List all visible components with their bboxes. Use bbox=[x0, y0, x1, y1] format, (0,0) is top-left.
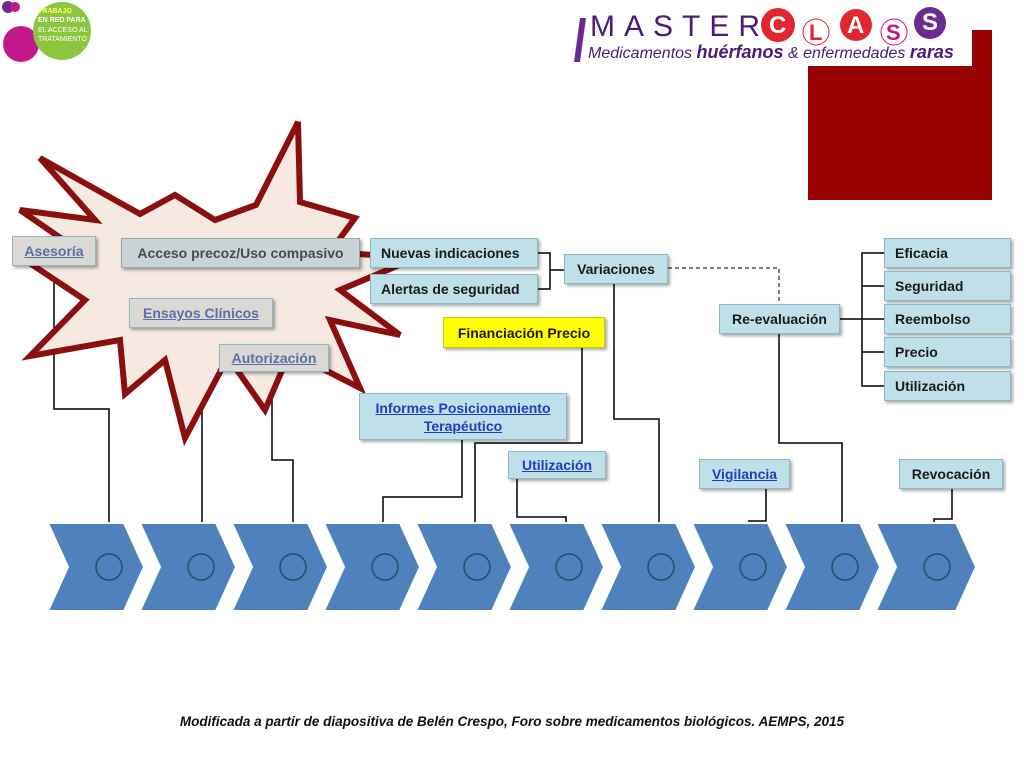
masterclass-class-letters: C L A S S bbox=[760, 6, 960, 46]
red-accent-block bbox=[808, 66, 992, 200]
box-reembolso: Reembolso bbox=[884, 304, 1011, 334]
left-logo: TRABAJO EN RED PARA EL ACCESO AL TRATAMI… bbox=[0, 0, 100, 64]
process-timeline bbox=[46, 522, 978, 612]
masterclass-logo-slash bbox=[574, 18, 586, 62]
connector-reevaluacion bbox=[778, 334, 847, 555]
box-informes-posicionamiento[interactable]: Informes Posicionamiento Terapéutico bbox=[359, 393, 567, 440]
box-financiacion-precio: Financiación Precio bbox=[443, 317, 605, 348]
left-logo-line3: EL ACCESO AL bbox=[38, 27, 88, 34]
box-utilizacion-mid[interactable]: Utilización bbox=[508, 451, 606, 479]
box-seguridad: Seguridad bbox=[884, 271, 1011, 301]
box-nuevas-indicaciones: Nuevas indicaciones bbox=[370, 238, 538, 268]
class-letter-l: L bbox=[809, 20, 823, 45]
timeline-node-10 bbox=[923, 553, 951, 581]
left-logo-graphic bbox=[2, 1, 91, 62]
timeline-node-3 bbox=[279, 553, 307, 581]
box-vigilancia[interactable]: Vigilancia bbox=[699, 459, 790, 489]
dashed-acceso-ensayos bbox=[200, 268, 241, 300]
timeline-node-7 bbox=[647, 553, 675, 581]
box-reevaluacion: Re-evaluación bbox=[719, 304, 840, 334]
connector-financiacion bbox=[470, 348, 583, 555]
informes-line1: Informes Posicionamiento bbox=[375, 399, 551, 416]
dashed-variaciones-reeval bbox=[668, 267, 780, 304]
class-letter-a: A bbox=[847, 12, 865, 39]
subtitle-part-b: huérfanos bbox=[696, 42, 784, 62]
box-ensayos-clinicos[interactable]: Ensayos Clínicos bbox=[129, 298, 273, 328]
timeline-node-9 bbox=[831, 553, 859, 581]
masterclass-master-text: MASTER bbox=[590, 10, 770, 43]
subtitle-part-d: raras bbox=[909, 42, 954, 62]
timeline-node-4 bbox=[371, 553, 399, 581]
box-revocacion: Revocación bbox=[899, 459, 1003, 489]
connector-variaciones bbox=[613, 284, 664, 555]
red-accent-tab bbox=[972, 30, 992, 70]
box-eficacia: Eficacia bbox=[884, 238, 1011, 268]
box-alertas-seguridad: Alertas de seguridad bbox=[370, 274, 538, 304]
subtitle-part-c: & enfermedades bbox=[783, 45, 910, 62]
timeline-node-6 bbox=[555, 553, 583, 581]
timeline-node-8 bbox=[739, 553, 767, 581]
bracket-nuevas-alertas bbox=[538, 252, 551, 290]
timeline-node-2 bbox=[187, 553, 215, 581]
left-logo-line1: TRABAJO bbox=[38, 8, 72, 15]
class-letter-s2: S bbox=[922, 9, 939, 36]
box-utilizacion-right: Utilización bbox=[884, 371, 1011, 401]
informes-line2: Terapéutico bbox=[423, 417, 503, 434]
source-caption: Modificada a partir de diapositiva de Be… bbox=[179, 714, 845, 729]
box-asesoria[interactable]: Asesoría bbox=[12, 236, 96, 266]
class-letter-c: C bbox=[769, 12, 787, 39]
box-acceso-precoz: Acceso precoz/Uso compasivo bbox=[121, 238, 360, 268]
class-letter-bubbles bbox=[761, 7, 946, 46]
class-letter-s1: S bbox=[886, 20, 901, 45]
left-logo-line4: TRATAMIENTO bbox=[38, 36, 87, 43]
box-autorizacion[interactable]: Autorización bbox=[219, 344, 329, 372]
box-precio: Precio bbox=[884, 337, 1011, 367]
masterclass-subtitle: Medicamentos huérfanos & enfermedades ra… bbox=[588, 42, 954, 63]
timeline-node-1 bbox=[95, 553, 123, 581]
left-logo-line2: EN RED PARA bbox=[38, 17, 86, 24]
connector-asesoria bbox=[53, 266, 114, 555]
box-variaciones: Variaciones bbox=[564, 254, 668, 284]
timeline-node-5 bbox=[463, 553, 491, 581]
subtitle-part-a: Medicamentos bbox=[588, 45, 697, 62]
masterclass-logo: MASTER C L A S S Medicamentos huérfanos … bbox=[566, 4, 966, 66]
